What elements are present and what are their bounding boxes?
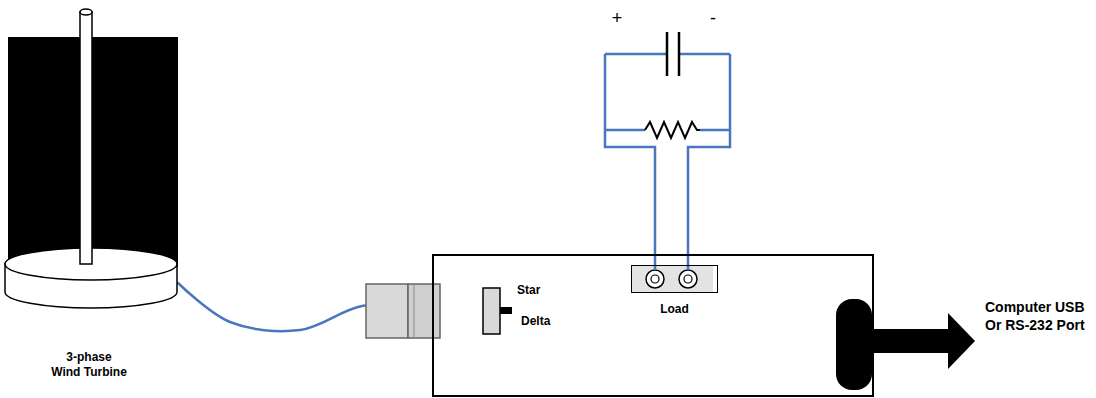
switch-body — [483, 288, 500, 334]
plug-socket — [408, 284, 440, 338]
port-label: Computer USB Or RS-232 Port — [985, 298, 1093, 334]
polarity-sign: - — [703, 8, 723, 28]
switch-lever — [500, 307, 512, 314]
terminal-post-hole — [651, 275, 659, 283]
arrow-head — [948, 313, 975, 369]
computer-link-arrow — [836, 299, 975, 390]
turbine-pole-cap — [80, 9, 92, 15]
terminal-post-hole — [684, 275, 692, 283]
turbine-blades — [8, 37, 178, 267]
plug-body — [366, 284, 408, 338]
switch-label: Star — [517, 283, 872, 297]
polarity-sign: + — [607, 8, 627, 28]
polarity-sign-holder: + — [607, 8, 627, 28]
load-wire — [605, 54, 655, 270]
terminal-post — [679, 270, 697, 288]
interface-box: StarDeltaLoad — [432, 254, 874, 397]
turbine-label: 3-phase Wind Turbine — [39, 350, 139, 380]
switch-label: Delta — [521, 314, 872, 328]
terminal-fill — [631, 265, 713, 293]
turbine-pole — [80, 12, 92, 264]
arrow-shaft — [870, 329, 950, 353]
port-label-holder: Computer USB Or RS-232 Port — [985, 298, 1093, 334]
load-circuit — [605, 32, 730, 270]
terminal-label: Load — [632, 302, 717, 316]
cable-plug — [836, 299, 872, 390]
wind-turbine-unit: 3-phase Wind Turbine — [0, 0, 178, 392]
star-delta-switch — [483, 288, 512, 334]
plug-divider — [414, 284, 415, 338]
load-terminal-block: Load — [631, 265, 718, 293]
terminal-post — [646, 270, 664, 288]
resistor-symbol — [645, 122, 700, 138]
plug-connector — [366, 284, 440, 338]
polarity-sign-holder: - — [703, 8, 723, 28]
wind-turbine — [5, 9, 178, 308]
load-terminal — [631, 265, 713, 293]
load-wire — [688, 54, 730, 270]
capacitor-plate — [666, 32, 669, 76]
capacitor-plate — [678, 32, 681, 76]
